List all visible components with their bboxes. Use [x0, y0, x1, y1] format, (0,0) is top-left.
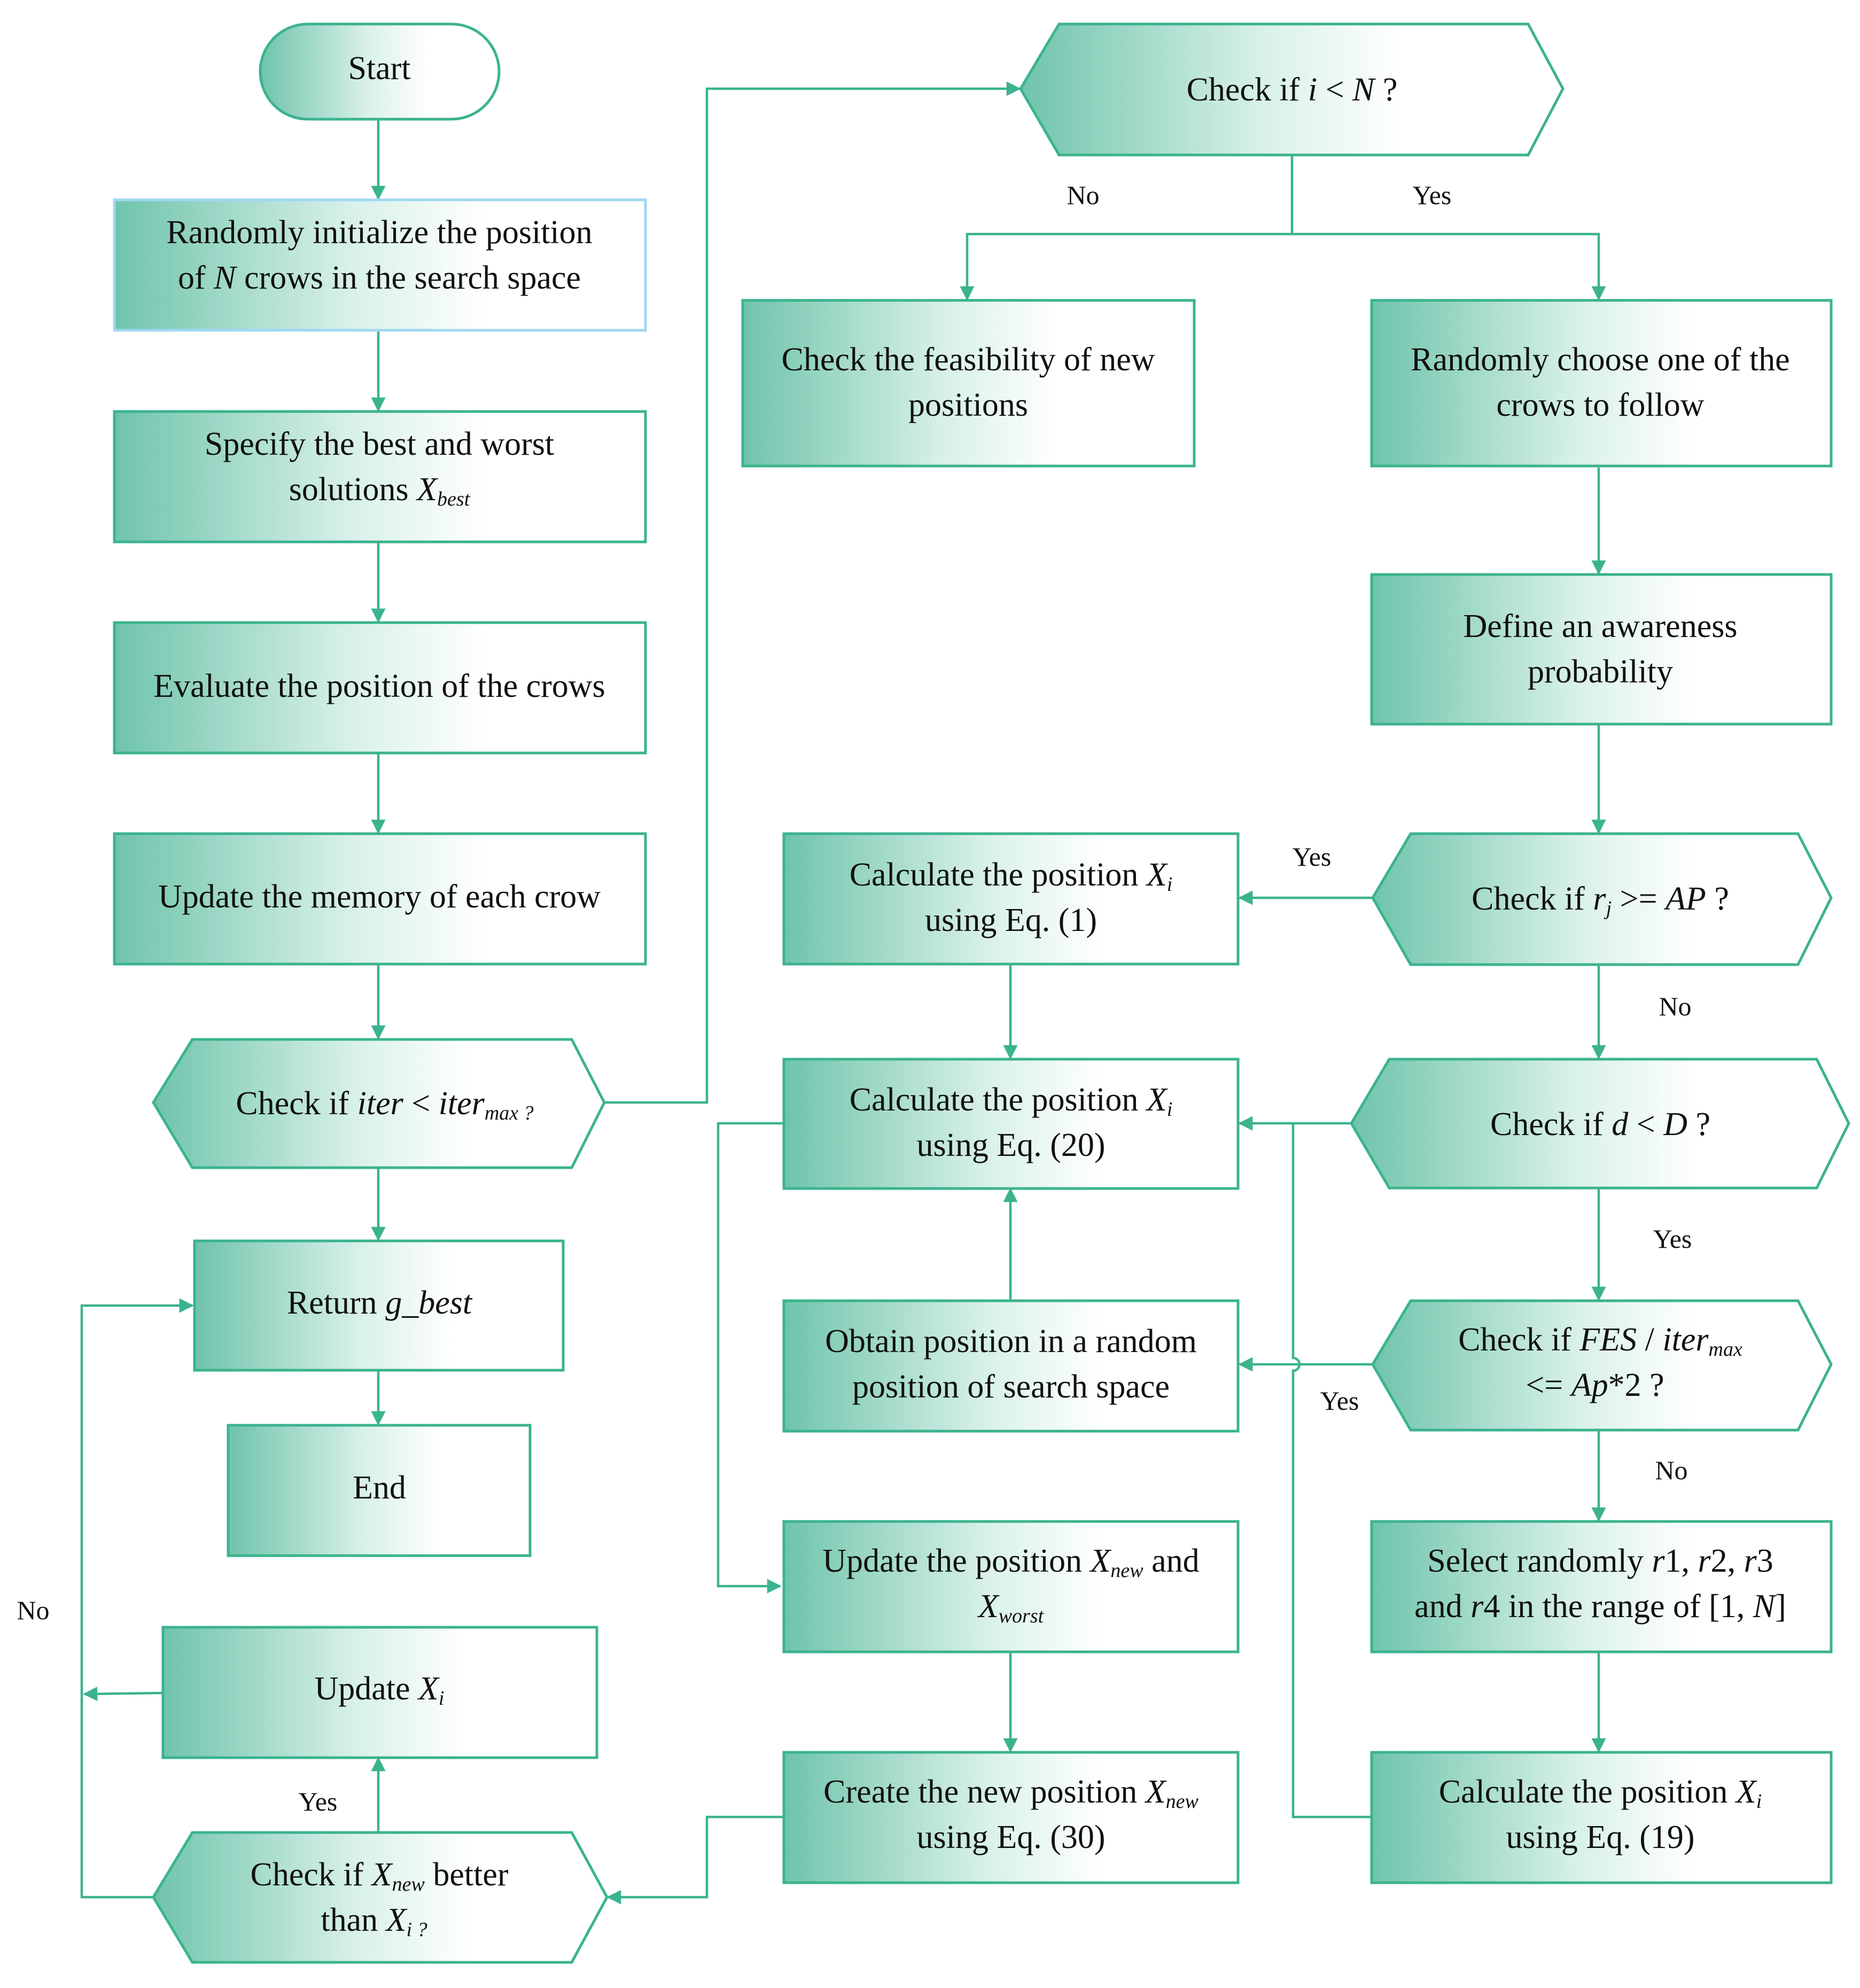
edge-eq20-updatexnew: [717, 1122, 783, 1594]
label-yes-xnew: Yes: [299, 1787, 338, 1816]
awareness-line2: probability: [1528, 654, 1673, 690]
check-rj-node: Check if rj >= AP ?: [1371, 832, 1833, 966]
update-xnew-line1: Update the position Xnew and: [822, 1543, 1199, 1582]
awareness-line1: Define an awareness: [1464, 608, 1738, 644]
check-xnew-line2: than Xi ?: [321, 1902, 427, 1941]
select-r-node: Select randomly r1, r2, r3 and r4 in the…: [1370, 1520, 1833, 1653]
calc-eq19-line1: Calculate the position Xi: [1439, 1774, 1762, 1813]
update-xi-label: Update Xi: [315, 1671, 445, 1710]
label-yes-rj: Yes: [1293, 842, 1332, 872]
init-line1: Randomly initialize the position: [166, 214, 592, 251]
check-xnew-line1: Check if Xnew better: [251, 1857, 509, 1896]
return-gbest-label: Return g_best: [287, 1285, 473, 1321]
label-no-fes: No: [1655, 1455, 1687, 1485]
create-xnew-line1: Create the new position Xnew: [823, 1774, 1199, 1813]
label-no-feasibility: No: [1067, 180, 1099, 210]
check-fes-node: Check if FES / itermax <= Ap*2 ?: [1371, 1299, 1833, 1432]
end-node: End: [227, 1424, 532, 1557]
check-fes-line1: Check if FES / itermax: [1458, 1322, 1742, 1361]
random-position-line2: position of search space: [852, 1369, 1170, 1405]
evaluate-label: Evaluate the position of the crows: [153, 668, 605, 704]
edge-checkiter-checkin: [604, 81, 1021, 1104]
check-i-n-node: Check if i < N ?: [1019, 22, 1565, 157]
edge-create-checkxnew: [606, 1815, 783, 1905]
update-memory-label: Update the memory of each crow: [158, 879, 601, 915]
edge-checkxnew-return: [80, 1298, 194, 1899]
edge-checkin-feasibility: [960, 155, 1294, 301]
feasibility-node: Check the feasibility of new positions: [741, 299, 1196, 468]
edges: [80, 81, 1606, 1905]
calc-eq19-line2: using Eq. (19): [1506, 1819, 1694, 1855]
start-label: Start: [348, 50, 410, 87]
init-node: Randomly initialize the position of N cr…: [113, 198, 647, 332]
update-xi-node: Update Xi: [161, 1626, 598, 1759]
calc-eq20-line1: Calculate the position Xi: [850, 1082, 1173, 1121]
edge-labels: No Yes Yes No Yes Yes No No Yes: [17, 180, 1692, 1816]
return-gbest-node: Return g_best: [193, 1239, 565, 1372]
feasibility-line2: positions: [908, 387, 1028, 423]
label-yes-fes: Yes: [1320, 1386, 1359, 1416]
calc-eq20-node: Calculate the position Xi using Eq. (20): [782, 1058, 1240, 1190]
select-r-line2: and r4 in the range of [1, N]: [1414, 1588, 1786, 1625]
create-xnew-node: Create the new position Xnew using Eq. (…: [782, 1751, 1240, 1884]
check-iter-node: Check if iter < itermax ?: [152, 1038, 606, 1169]
calc-eq1-line1: Calculate the position Xi: [850, 857, 1173, 896]
update-xnew-node: Update the position Xnew and Xworst: [782, 1520, 1240, 1653]
calc-eq20-line2: using Eq. (20): [916, 1127, 1105, 1163]
calc-eq1-line2: using Eq. (1): [925, 902, 1097, 938]
check-iter-label: Check if iter < itermax ?: [236, 1085, 533, 1124]
update-xnew-line2: Xworst: [977, 1588, 1045, 1627]
choose-crow-line1: Randomly choose one of the: [1411, 341, 1789, 378]
label-yes-d: Yes: [1653, 1224, 1692, 1254]
specify-line1: Specify the best and worst: [205, 426, 554, 462]
check-rj-label: Check if rj >= AP ?: [1472, 881, 1729, 920]
specify-line2: solutions Xbest: [289, 471, 471, 510]
check-fes-line2: <= Ap*2 ?: [1526, 1367, 1664, 1403]
specify-node: Specify the best and worst solutions Xbe…: [113, 410, 647, 543]
awareness-node: Define an awareness probability: [1370, 573, 1833, 726]
edge-updatexi-loop: [83, 1687, 162, 1702]
check-xnew-node: Check if Xnew better than Xi ?: [152, 1831, 609, 1964]
update-memory-node: Update the memory of each crow: [113, 832, 647, 966]
check-i-n-label: Check if i < N ?: [1187, 72, 1398, 108]
calc-eq1-node: Calculate the position Xi using Eq. (1): [782, 832, 1240, 966]
edge-eq19-eq20: [1291, 1123, 1371, 1819]
end-label: End: [353, 1470, 406, 1506]
label-yes-choose: Yes: [1413, 180, 1452, 210]
init-line2: of N crows in the search space: [178, 260, 581, 296]
check-d-node: Check if d < D ?: [1350, 1058, 1850, 1190]
random-position-line1: Obtain position in a random: [825, 1323, 1197, 1360]
label-no-rj: No: [1659, 991, 1691, 1021]
random-position-node: Obtain position in a random position of …: [782, 1299, 1240, 1433]
choose-crow-line2: crows to follow: [1496, 387, 1704, 423]
start-node: Start: [259, 22, 501, 121]
check-d-label: Check if d < D ?: [1490, 1106, 1710, 1143]
feasibility-line1: Check the feasibility of new: [781, 341, 1155, 378]
select-r-line1: Select randomly r1, r2, r3: [1427, 1543, 1773, 1579]
calc-eq19-node: Calculate the position Xi using Eq. (19): [1370, 1751, 1833, 1884]
evaluate-node: Evaluate the position of the crows: [113, 621, 647, 755]
choose-crow-node: Randomly choose one of the crows to foll…: [1370, 299, 1833, 468]
label-no-xnew: No: [17, 1595, 49, 1625]
edge-checkin-choose: [1292, 232, 1606, 301]
create-xnew-line2: using Eq. (30): [916, 1819, 1105, 1855]
